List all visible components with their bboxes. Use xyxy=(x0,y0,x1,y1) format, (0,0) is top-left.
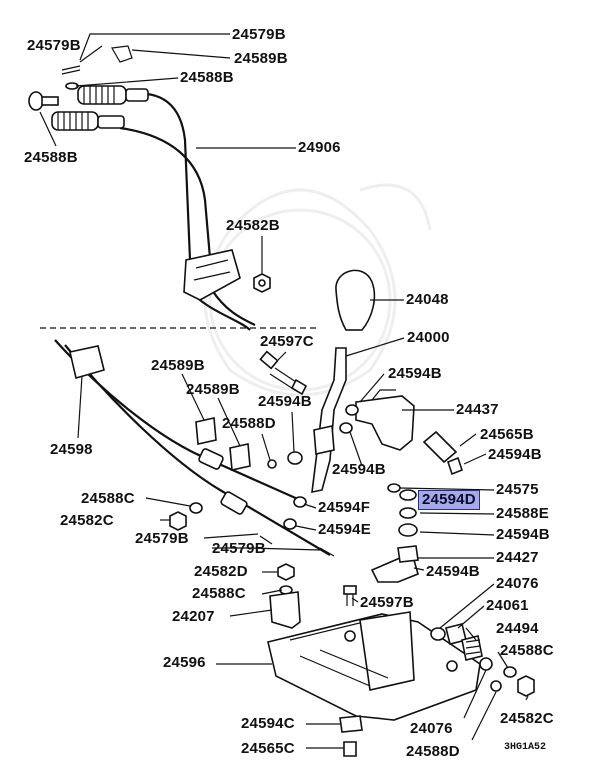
shift-knob xyxy=(335,269,376,331)
lower-cables xyxy=(54,339,331,556)
label-24061[interactable]: 24061 xyxy=(486,597,529,614)
leader-lines xyxy=(39,33,529,749)
label-24000[interactable]: 24000 xyxy=(407,329,450,346)
label-24594b[interactable]: 24594B xyxy=(258,393,312,410)
figure-code: 3HG1A52 xyxy=(504,742,547,753)
washer-24588e xyxy=(399,507,417,519)
bushing-24594f xyxy=(293,496,307,508)
shift-cable-assembly xyxy=(28,45,256,331)
label-24565c[interactable]: 24565C xyxy=(241,740,295,757)
washer-24588c-a xyxy=(189,502,203,514)
clip-24589b-b xyxy=(229,443,251,471)
label-24594b[interactable]: 24594B xyxy=(488,446,542,463)
label-24076[interactable]: 24076 xyxy=(496,575,539,592)
bolt-24597c xyxy=(259,350,308,396)
label-24594c[interactable]: 24594C xyxy=(241,715,295,732)
label-24427[interactable]: 24427 xyxy=(496,549,539,566)
label-24579b[interactable]: 24579B xyxy=(135,530,189,547)
base-plate xyxy=(267,611,481,721)
bolt-24597b xyxy=(343,585,357,606)
label-24594d-selected[interactable]: 24594D xyxy=(418,490,480,510)
label-24565b[interactable]: 24565B xyxy=(480,426,534,443)
bushing-24594b xyxy=(398,523,418,537)
label-24582c[interactable]: 24582C xyxy=(500,710,554,727)
nut-24582c-a xyxy=(169,511,187,531)
label-24582d[interactable]: 24582D xyxy=(194,563,248,580)
label-24589b[interactable]: 24589B xyxy=(234,50,288,67)
washer-24588d-b xyxy=(490,680,502,692)
nut-24582b xyxy=(253,273,271,293)
label-24594b[interactable]: 24594B xyxy=(332,461,386,478)
label-24597b[interactable]: 24597B xyxy=(360,594,414,611)
label-24076[interactable]: 24076 xyxy=(410,720,453,737)
nut-24582c-b xyxy=(517,675,535,697)
label-24594e[interactable]: 24594E xyxy=(318,521,371,538)
bushing-24076-a xyxy=(430,627,446,641)
label-24582b[interactable]: 24582B xyxy=(226,217,280,234)
bushing-24594b-side xyxy=(287,451,303,465)
select-lever xyxy=(370,545,419,583)
label-24579b[interactable]: 24579B xyxy=(212,540,266,557)
label-24588c[interactable]: 24588C xyxy=(192,585,246,602)
pin-24565b xyxy=(422,430,463,476)
washer-24588d xyxy=(267,459,277,469)
label-24594b[interactable]: 24594B xyxy=(496,526,550,543)
label-24589b[interactable]: 24589B xyxy=(186,381,240,398)
label-24588c[interactable]: 24588C xyxy=(500,642,554,659)
label-24579b[interactable]: 24579B xyxy=(27,37,81,54)
nut-24582d xyxy=(277,563,295,581)
label-24579b[interactable]: 24579B xyxy=(232,26,286,43)
label-24596[interactable]: 24596 xyxy=(163,654,206,671)
label-24494[interactable]: 24494 xyxy=(496,620,539,637)
label-24575[interactable]: 24575 xyxy=(496,481,539,498)
washer-24588c-c xyxy=(503,666,517,678)
bushing-24594c xyxy=(339,715,363,733)
label-24906[interactable]: 24906 xyxy=(298,139,341,156)
shift-lever xyxy=(311,347,347,494)
bushing-24594e xyxy=(283,518,297,530)
pin-24565c xyxy=(343,741,357,757)
label-24589b[interactable]: 24589B xyxy=(151,357,205,374)
label-24588c[interactable]: 24588C xyxy=(81,490,135,507)
bracket-24207 xyxy=(269,591,301,629)
label-24207[interactable]: 24207 xyxy=(172,608,215,625)
label-24588b[interactable]: 24588B xyxy=(180,69,234,86)
bushing-24575 xyxy=(387,483,401,493)
lever-housing xyxy=(339,389,415,451)
label-24048[interactable]: 24048 xyxy=(406,291,449,308)
label-24588d[interactable]: 24588D xyxy=(222,415,276,432)
bushing-24076-b xyxy=(479,657,493,671)
label-24437[interactable]: 24437 xyxy=(456,401,499,418)
label-24588d[interactable]: 24588D xyxy=(406,743,460,760)
cotter-pins xyxy=(259,535,335,557)
label-24597c[interactable]: 24597C xyxy=(260,333,314,350)
label-24598[interactable]: 24598 xyxy=(50,441,93,458)
label-24582c[interactable]: 24582C xyxy=(60,512,114,529)
clip-24589b-a xyxy=(195,417,217,445)
label-24594f[interactable]: 24594F xyxy=(318,499,371,516)
label-24594b[interactable]: 24594B xyxy=(426,563,480,580)
label-24588b[interactable]: 24588B xyxy=(24,149,78,166)
label-24588e[interactable]: 24588E xyxy=(496,505,549,522)
bushing-24594d xyxy=(399,489,417,501)
label-24594b[interactable]: 24594B xyxy=(388,365,442,382)
spring-coils xyxy=(465,639,481,655)
